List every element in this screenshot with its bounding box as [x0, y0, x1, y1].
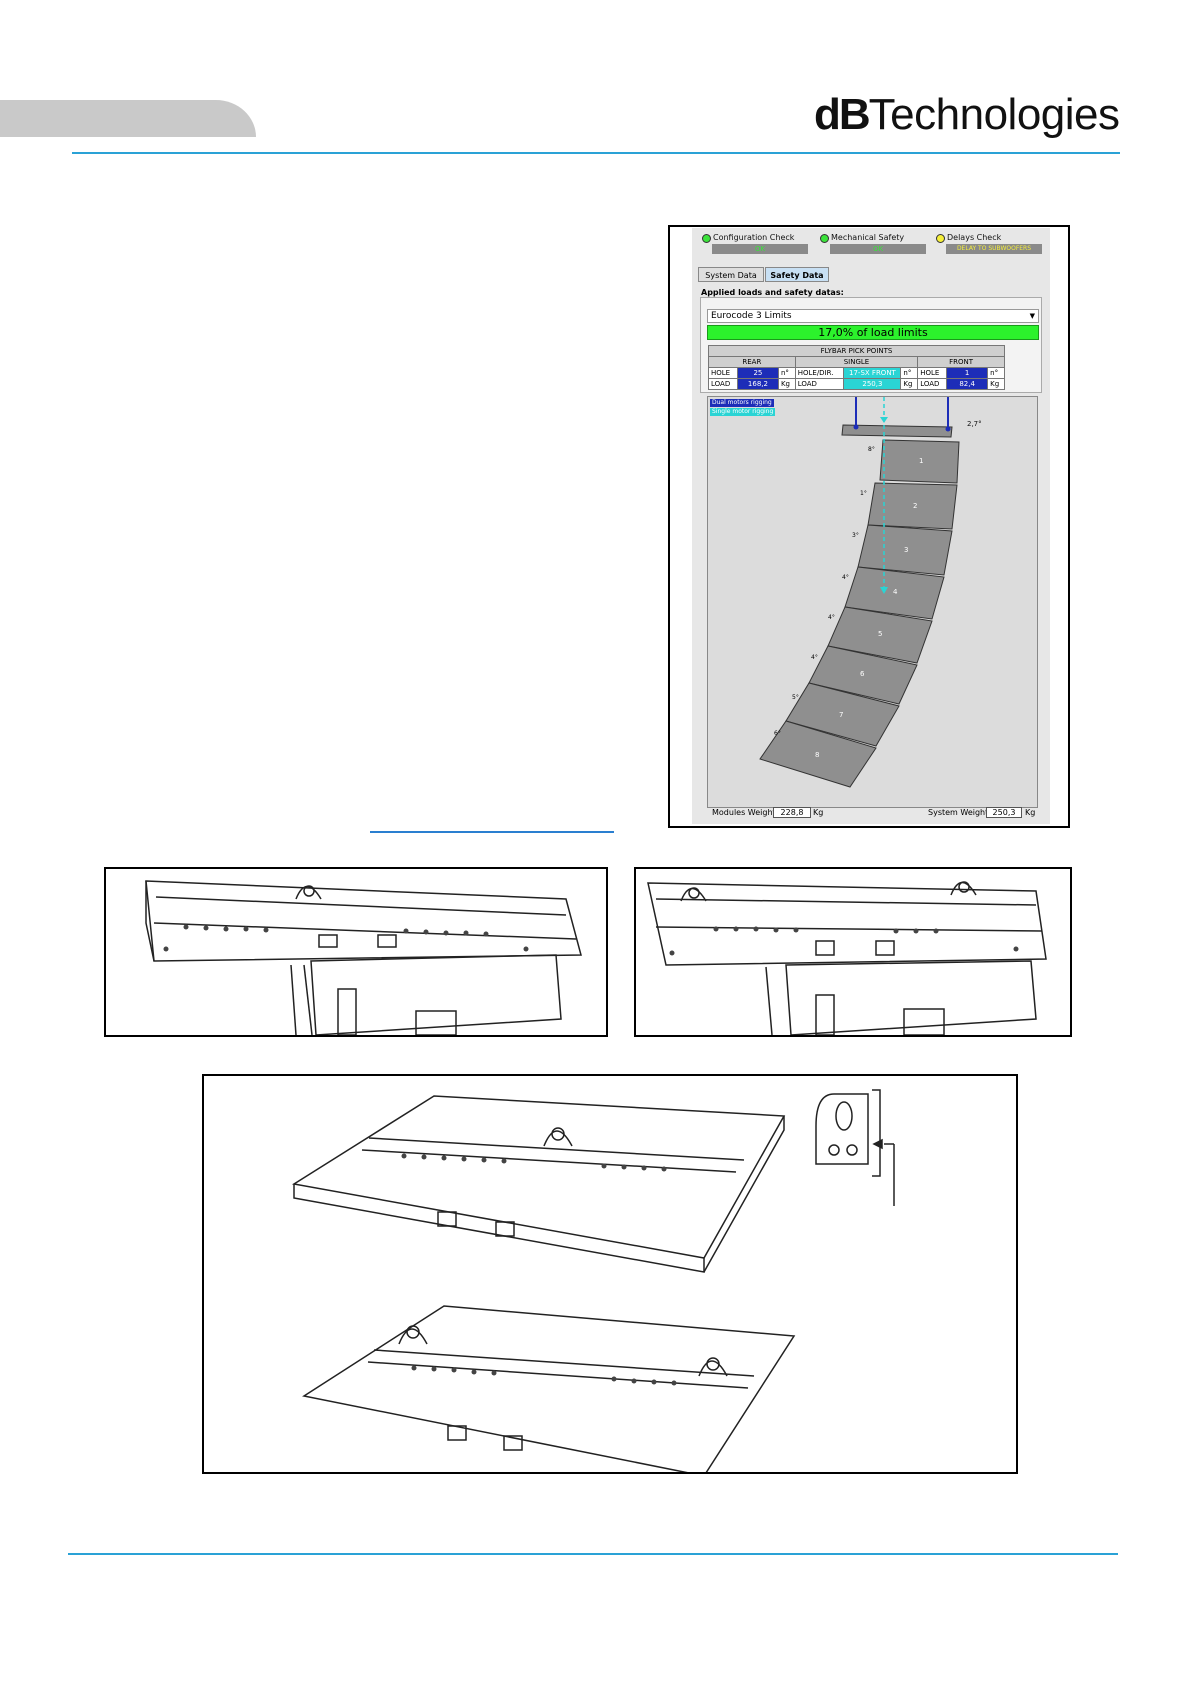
module-8: 8 6°	[759, 720, 877, 788]
svg-text:1°: 1°	[860, 490, 867, 497]
module-4: 4 4°	[842, 566, 945, 620]
delays-check: Delays Check DELAY TO SUBWOOFERS	[936, 234, 1044, 256]
svg-text:6°: 6°	[774, 730, 781, 737]
weights-footer: Modules Weight: 228,8 Kg System Weight: …	[712, 807, 1036, 818]
module-3: 3 3°	[852, 524, 953, 576]
legend-dual-motor: Dual motors rigging	[710, 399, 774, 407]
svg-text:3: 3	[904, 546, 908, 554]
pick-points-table: FLYBAR PICK POINTS REAR SINGLE FRONT HOL…	[708, 345, 1005, 390]
flybar	[841, 424, 953, 438]
configuration-check: Configuration Check OK	[702, 234, 810, 256]
header-tab	[0, 100, 256, 137]
group-single: SINGLE	[794, 356, 919, 368]
svg-text:4: 4	[893, 588, 898, 596]
group-front: FRONT	[917, 356, 1005, 368]
limits-select[interactable]: Eurocode 3 Limits▼	[707, 309, 1039, 323]
footer-rule	[68, 1553, 1118, 1555]
mechanical-safety-check: Mechanical Safety OK	[820, 234, 928, 256]
svg-text:8°: 8°	[868, 446, 875, 453]
header-rule	[72, 152, 1120, 154]
legend-single-motor: Single motor rigging	[710, 408, 776, 416]
flybar-mounted-illustration	[647, 881, 1047, 1036]
link-underline	[370, 831, 614, 833]
status-light-icon	[820, 234, 829, 243]
svg-text:5: 5	[878, 630, 882, 638]
flybar-mounted-illustration	[145, 880, 582, 1036]
svg-text:8: 8	[815, 751, 819, 759]
system-weight-value: 250,3	[986, 807, 1022, 818]
status-light-icon	[936, 234, 945, 243]
load-limit-bar: 17,0% of load limits	[707, 325, 1039, 340]
table-title: FLYBAR PICK POINTS	[708, 345, 1005, 357]
figure-flybar-views	[202, 1074, 1018, 1477]
svg-text:4°: 4°	[811, 654, 818, 661]
module-2: 2 1°	[860, 482, 958, 530]
array-drawing-pane: Dual motors rigging Single motor rigging…	[707, 396, 1038, 808]
group-rear: REAR	[708, 356, 796, 368]
figure-flybar-right	[634, 867, 1072, 1037]
svg-text:4°: 4°	[828, 614, 835, 621]
flybar-top-views-illustration	[291, 1089, 895, 1477]
flybar-angle: 2,7°	[967, 420, 982, 428]
module-1: 1 8°	[868, 439, 960, 484]
module-7: 7 5°	[785, 682, 900, 747]
section-label: Applied loads and safety datas:	[701, 288, 844, 297]
svg-text:5°: 5°	[792, 694, 799, 701]
chevron-down-icon: ▼	[1029, 312, 1035, 320]
module-6: 6 4°	[808, 645, 918, 705]
tab-safety-data[interactable]: Safety Data	[765, 267, 829, 282]
status-light-icon	[702, 234, 711, 243]
modules-weight-value: 228,8	[773, 807, 811, 818]
svg-text:3°: 3°	[852, 532, 859, 539]
svg-text:7: 7	[839, 711, 843, 719]
tab-system-data[interactable]: System Data	[698, 267, 764, 282]
module-5: 5 4°	[827, 606, 933, 664]
svg-text:6: 6	[860, 670, 865, 678]
brand-logo: dBTechnologies	[814, 90, 1120, 139]
svg-text:2: 2	[913, 502, 917, 510]
svg-text:1: 1	[919, 457, 923, 465]
svg-text:4°: 4°	[842, 574, 849, 581]
line-array-diagram: 2,7° 1 8° 2 1° 3 3° 4 4° 5 4° 6 4° 7 5° 8 6°	[759, 397, 982, 788]
status-checks: Configuration Check OK Mechanical Safety…	[696, 232, 1046, 258]
table-row: LOAD 168,2 Kg LOAD 250,3 Kg LOAD 82,4 Kg	[708, 378, 1005, 390]
table-row: HOLE 25 n° HOLE/DIR. 17-SX FRONT n° HOLE…	[708, 367, 1005, 379]
figure-flybar-left	[104, 867, 608, 1037]
